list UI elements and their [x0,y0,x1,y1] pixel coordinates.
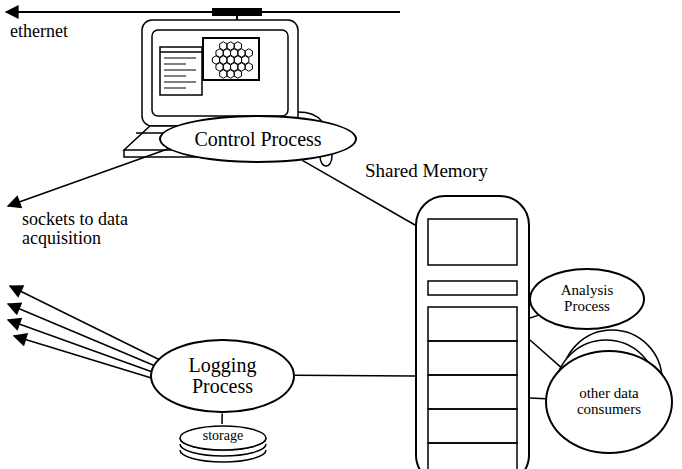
connector-line [530,340,561,368]
shared-memory-block: Shared Memory [415,195,530,469]
connector-line [530,315,538,318]
network-tap [212,8,262,16]
memory-segments [417,197,528,469]
consumer-circle: other data consumers [545,350,672,454]
process-oval: Logging Process [150,339,295,414]
node-label: other data consumers [570,386,648,418]
process-oval: Control Process [159,115,357,163]
socket-arrow [8,141,190,206]
connector-line [295,374,415,376]
ethernet-line [6,11,400,13]
socket-arrows [8,286,164,380]
process-oval: Analysis Process [529,268,645,330]
node-label: Analysis Process [552,283,622,315]
socket-label: sockets to data acquisition [22,210,162,248]
node-heading: Shared Memory [365,161,488,181]
connector-line [530,397,546,399]
connector-line [221,413,223,424]
node-label: Control Process [194,129,321,150]
storage-disk: storage [178,424,268,468]
node-label: Logging Process [178,355,268,397]
workstation [124,20,332,166]
node-label: storage [203,429,243,444]
network-label: ethernet [10,22,68,41]
